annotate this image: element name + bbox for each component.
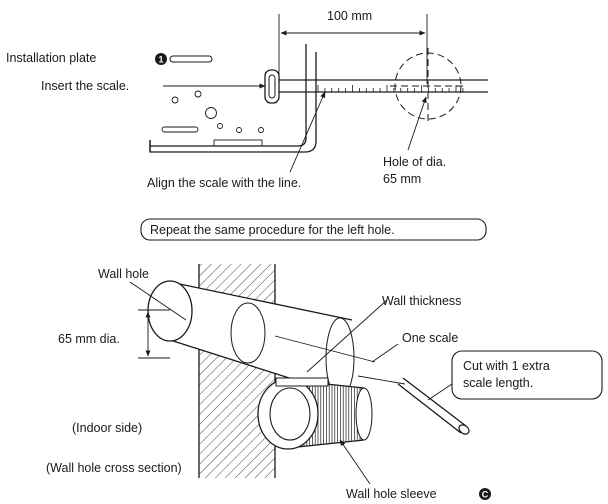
indoor-side-label: (Indoor side) [72, 421, 142, 435]
dia-dimension: 65 mm dia. [58, 309, 170, 359]
sleeve-marker-icon: C [479, 488, 491, 500]
wall-thickness-label: Wall thickness [382, 294, 461, 308]
top-diagram: 100 mm Installation plate 1 [6, 9, 488, 190]
cut-label-2: scale length. [463, 376, 533, 390]
dimension-label: 100 mm [327, 9, 372, 23]
installation-plate [149, 44, 317, 153]
repeat-note: Repeat the same procedure for the left h… [140, 218, 487, 241]
align-scale-label: Align the scale with the line. [147, 176, 301, 190]
cut-label-1: Cut with 1 extra [463, 359, 550, 373]
svg-text:1: 1 [158, 55, 163, 65]
plate-marker-icon: 1 [155, 53, 167, 65]
hole-circle [390, 48, 466, 124]
one-scale-label: One scale [402, 331, 458, 345]
dia-label: 65 mm dia. [58, 332, 120, 346]
installation-plate-label: Installation plate [6, 51, 96, 65]
scale-icon [169, 55, 213, 63]
cut-callout: Cut with 1 extra scale length. [427, 350, 603, 401]
insert-scale-label: Insert the scale. [41, 79, 129, 93]
bottom-diagram: Wall thickness One scale 65 mm dia. Wall… [46, 264, 603, 501]
svg-text:C: C [482, 490, 489, 500]
sleeve-label: Wall hole sleeve [346, 487, 437, 501]
repeat-note-label: Repeat the same procedure for the left h… [150, 223, 395, 237]
cross-section-label: (Wall hole cross section) [46, 461, 182, 475]
cut-scale-rod [397, 377, 470, 435]
wall-hole-sleeve [257, 377, 373, 450]
wall-thickness-dimension: Wall thickness [274, 294, 461, 373]
hole-dia-label-1: Hole of dia. [383, 155, 446, 169]
dimension-100mm: 100 mm [278, 9, 428, 84]
wall-hole [147, 280, 355, 399]
hole-dia-label-2: 65 mm [383, 172, 421, 186]
scale-ruler [268, 79, 488, 93]
wall-hole-label: Wall hole [98, 267, 149, 281]
scale-slot [264, 69, 280, 104]
